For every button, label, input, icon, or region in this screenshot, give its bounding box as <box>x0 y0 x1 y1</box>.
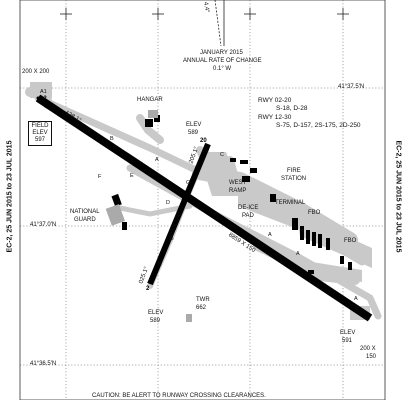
fire-station-l2: STATION <box>281 176 307 182</box>
taxiway-a-mid: A <box>214 211 218 217</box>
field-elev-l2: ELEV <box>32 130 48 136</box>
edition-right: EC-2, 25 JUN 2015 to 23 JUL 2015 <box>394 140 402 253</box>
rwy-strength-l4: S-75, D-157, 2S-175, 2D-250 <box>276 122 361 129</box>
taxiway-e: E <box>130 173 134 179</box>
lat-mid: 41°37.0'N <box>30 222 57 228</box>
taxiway-d: D <box>166 200 170 206</box>
lat-top: 41°37.5'N <box>338 84 365 90</box>
diagram-frame <box>19 0 386 400</box>
fire-station-l1: FIRE <box>287 168 301 174</box>
elev-sw-value: 589 <box>150 318 161 324</box>
elev-se-label: ELEV <box>340 330 356 336</box>
fbo-label-1: FBO <box>308 210 321 216</box>
magvar-rate: 0.1° W <box>213 66 232 72</box>
rwy30-number: 30 <box>360 312 367 318</box>
pad-nw: 200 X 200 <box>22 69 50 75</box>
fbo-label-2: FBO <box>344 238 357 244</box>
rwy-strength-l2: S-18, D-28 <box>276 105 308 112</box>
rwy-strength-l1: RWY 02-20 <box>258 97 292 104</box>
taxiway-a-far-se: A <box>354 296 358 302</box>
taxiway-b-n: B <box>110 136 114 142</box>
field-elev-l3: 597 <box>34 137 45 143</box>
elev-se-value: 591 <box>342 338 353 344</box>
edition-left: EC-2, 25 JUN 2015 to 23 JUL 2015 <box>6 140 14 253</box>
field-elev-l1: FIELD <box>31 123 49 129</box>
grid-ticks <box>60 8 349 20</box>
pad-se-2: 150 <box>366 354 377 360</box>
national-guard-l1: NATIONAL <box>70 209 100 215</box>
deice-pad-l2: PAD <box>242 213 254 219</box>
taxiway-a1: A1 <box>40 89 47 95</box>
footer-caution: CAUTION: BE ALERT TO RUNWAY CROSSING CLE… <box>92 393 266 399</box>
rwy20-number: 20 <box>200 138 207 144</box>
elev-sw-label: ELEV <box>148 310 164 316</box>
field-elev-box: FIELD ELEV 597 <box>28 121 52 146</box>
rwy-strength-l3: RWY 12-30 <box>258 114 292 121</box>
buildings <box>111 115 352 274</box>
hangar-label: HANGAR <box>137 97 163 103</box>
taxiway-b-mid: B <box>170 236 174 242</box>
taxiway-g: G <box>186 180 191 186</box>
terminal-label: TERMINAL <box>275 200 306 206</box>
pad-se-1: 200 X <box>360 346 376 352</box>
taxiway-f: F <box>98 174 102 180</box>
building-outlines <box>105 110 192 322</box>
elev-n-label: ELEV <box>186 122 202 128</box>
national-guard-l2: GUARD <box>74 217 96 223</box>
taxiway-a-n: A <box>155 157 159 163</box>
elev-n-value: 589 <box>188 130 199 136</box>
west-ramp-l2: RAMP <box>229 188 247 194</box>
runway-02-20 <box>147 142 211 286</box>
taxiway-a-terminal: A <box>268 232 272 238</box>
west-ramp-l1: WEST <box>229 180 247 186</box>
taxiway-b-s: B <box>158 262 162 268</box>
rwy02-number: 2 <box>146 286 150 292</box>
field-elev-marker <box>36 96 40 100</box>
taxiway-a-se: A <box>296 251 300 257</box>
magvar-date: JANUARY 2015 <box>200 50 243 56</box>
deice-pad-l1: DE-ICE <box>238 205 259 211</box>
tower-elev: 662 <box>196 305 207 311</box>
taxiway-c: C <box>220 152 224 158</box>
runway-12-30 <box>35 94 373 322</box>
lat-bottom: 41°36.5'N <box>30 361 57 367</box>
ramp-areas <box>30 82 372 320</box>
magvar-rate-label: ANNUAL RATE OF CHANGE <box>183 58 262 64</box>
rwy12-number: 12 <box>40 96 47 102</box>
tower-label: TWR <box>196 297 210 303</box>
magvar-arrow <box>214 0 225 47</box>
